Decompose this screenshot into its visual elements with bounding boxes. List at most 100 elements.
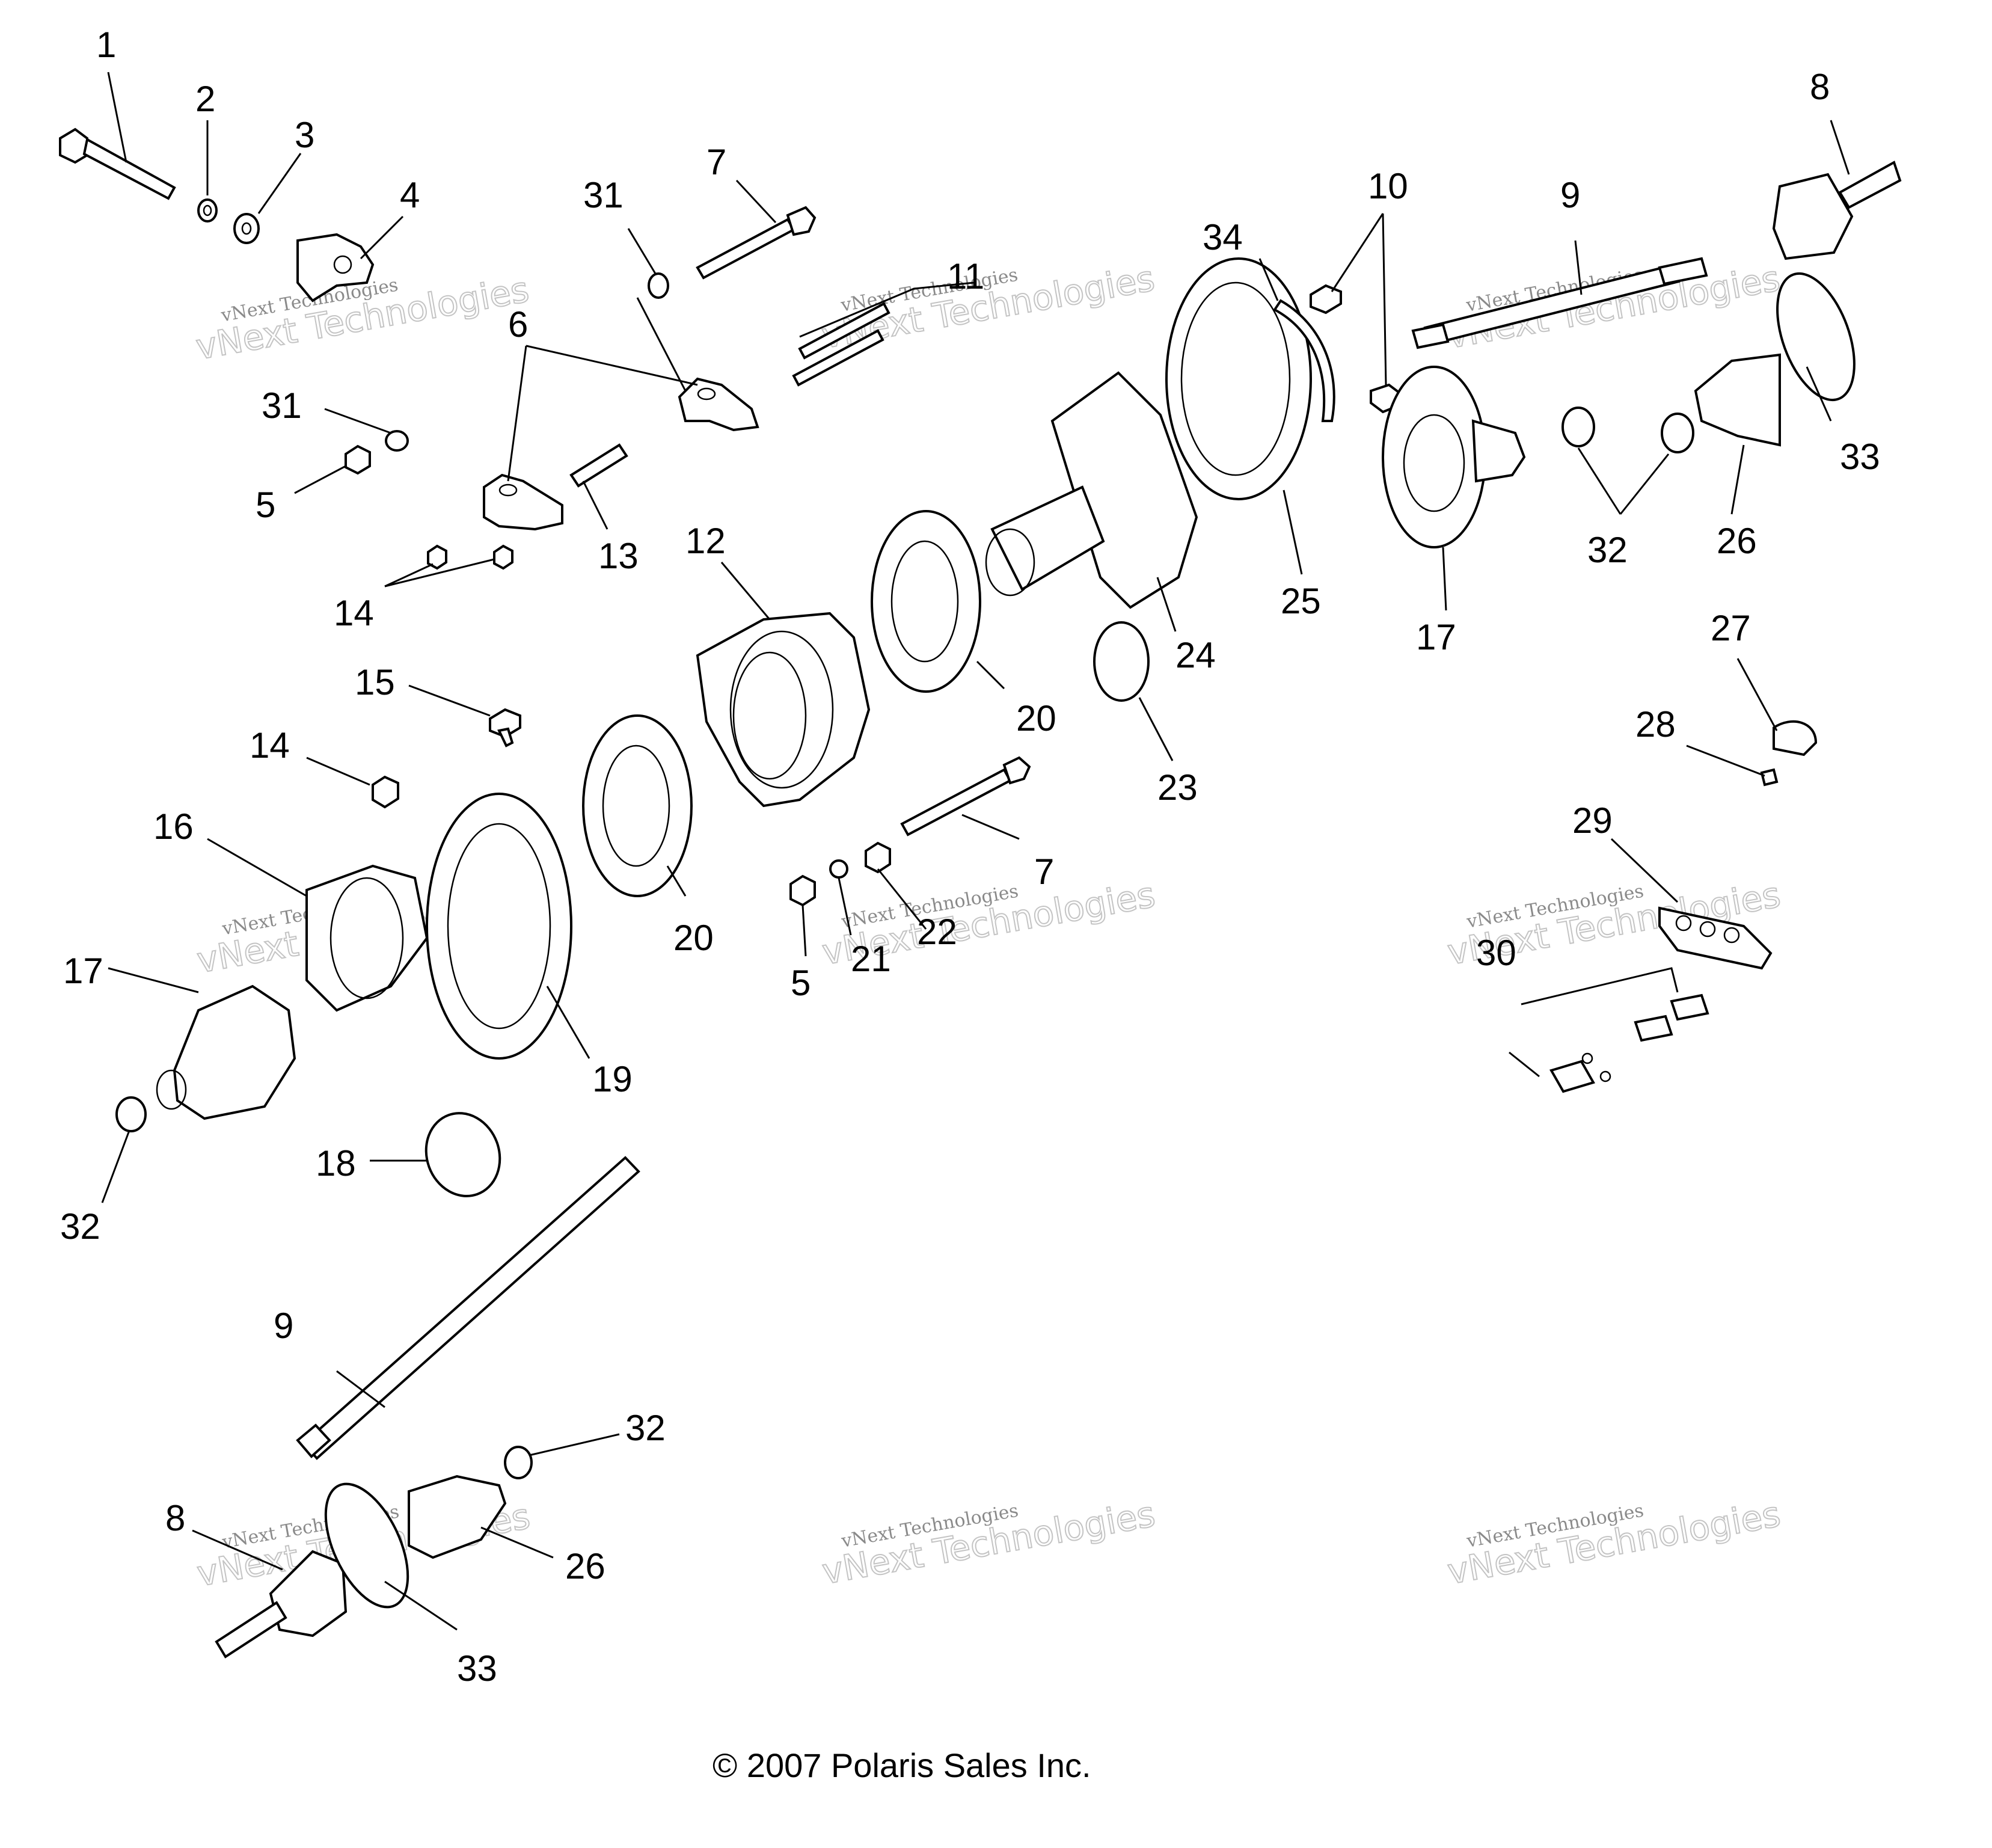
- callout-16: 16: [153, 806, 194, 847]
- callout-18: 18: [316, 1143, 356, 1183]
- callout-34: 34: [1203, 217, 1243, 257]
- callout-20: 20: [673, 918, 714, 958]
- callout-14: 14: [334, 593, 374, 633]
- callout-2: 2: [195, 79, 215, 119]
- callout-29: 29: [1572, 800, 1613, 841]
- part-21-washer: [829, 859, 848, 879]
- callout-14: 14: [250, 725, 290, 766]
- callout-23: 23: [1157, 767, 1198, 808]
- callout-13: 13: [598, 536, 639, 576]
- part-27-lock: [1773, 720, 1818, 757]
- part-7-bolt-top: [696, 206, 817, 280]
- part-20-bearing-upper: [871, 510, 981, 693]
- callout-24: 24: [1175, 635, 1216, 675]
- callout-8: 8: [165, 1498, 185, 1538]
- callout-9: 9: [1560, 175, 1580, 215]
- part-19-brake-disc: [426, 793, 572, 1060]
- part-34-lock-tab: [1273, 299, 1335, 422]
- callout-25: 25: [1281, 581, 1321, 621]
- callout-5: 5: [791, 963, 811, 1003]
- callout-6: 6: [508, 304, 528, 345]
- part-3-washer: [233, 213, 260, 244]
- callout-7: 7: [1034, 852, 1054, 892]
- part-8-cv-joint-upper: [1772, 161, 1902, 260]
- parts: [59, 127, 1902, 1659]
- callout-32: 32: [60, 1206, 100, 1247]
- callout-32: 32: [625, 1408, 666, 1448]
- part-14-nuts-upper: [427, 544, 513, 570]
- part-31-washer-left: [385, 430, 409, 452]
- part-31-washer-top: [648, 272, 669, 299]
- part-29-chain: [1658, 906, 1773, 970]
- callouts: 1 2 3 4 31 7 11 6 31 5 13 14 12 15 14 16…: [60, 25, 1880, 1689]
- part-17-boot-lower: [156, 984, 296, 1120]
- part-16-carrier: [305, 864, 429, 1012]
- part-32-clamp-lower-right: [504, 1446, 533, 1479]
- callout-17: 17: [63, 951, 103, 991]
- callout-33: 33: [1840, 437, 1880, 477]
- callout-32: 32: [1587, 530, 1628, 570]
- part-26-boot-lower: [408, 1475, 507, 1559]
- callout-33: 33: [457, 1648, 497, 1689]
- callout-26: 26: [1717, 521, 1757, 561]
- part-32-clamps-upper: [1561, 407, 1694, 453]
- callout-31: 31: [262, 385, 302, 426]
- callout-10: 10: [1368, 166, 1408, 206]
- part-15-bolt: [489, 708, 521, 747]
- callout-5: 5: [256, 485, 275, 525]
- part-8-cv-joint-lower: [215, 1550, 348, 1659]
- part-9-shaft-lower: [296, 1156, 640, 1460]
- part-18-o-ring: [424, 1112, 501, 1197]
- callout-17: 17: [1416, 617, 1456, 657]
- part-2-lock-washer: [197, 198, 218, 223]
- callout-3: 3: [295, 115, 314, 155]
- callout-28: 28: [1635, 704, 1676, 744]
- callout-15: 15: [355, 662, 395, 702]
- watermark: vNext Technologies vNext Technologies: [818, 1493, 1159, 1592]
- callout-27: 27: [1711, 608, 1751, 648]
- callout-22: 22: [917, 912, 957, 952]
- part-6-bracket-upper: [678, 377, 759, 432]
- watermark: vNext Technologies vNext Technologies: [1444, 1493, 1784, 1592]
- copyright-text: © 2007 Polaris Sales Inc.: [713, 1746, 1091, 1784]
- callout-11: 11: [947, 256, 984, 296]
- part-14-nut-lower: [372, 775, 399, 809]
- part-12-housing: [696, 612, 871, 808]
- callout-12: 12: [685, 521, 726, 561]
- callout-19: 19: [592, 1059, 633, 1099]
- part-26-boot-upper: [1694, 353, 1781, 447]
- part-33-clamp-lower: [324, 1482, 409, 1609]
- part-25-sprocket: [1165, 257, 1312, 500]
- part-20-bearing-lower: [582, 714, 693, 897]
- part-4-bracket: [296, 233, 375, 302]
- callout-26: 26: [565, 1546, 605, 1586]
- leader-lines: [101, 72, 1850, 1631]
- part-13-pin: [569, 443, 628, 488]
- callout-31: 31: [583, 175, 624, 215]
- part-10-bolts: [1310, 284, 1403, 414]
- callout-7: 7: [706, 142, 726, 182]
- part-5-nut-upper: [345, 444, 371, 475]
- part-33-clamp-upper: [1776, 272, 1856, 402]
- part-7-bolt-lower: [900, 756, 1031, 837]
- callout-1: 1: [96, 25, 116, 65]
- part-1-bolt: [59, 127, 176, 200]
- part-32-clamp-lower-left: [115, 1096, 147, 1132]
- part-9-shaft-upper: [1411, 257, 1708, 349]
- part-30-master-link: [1549, 993, 1709, 1093]
- callout-20: 20: [1016, 698, 1056, 738]
- part-22-nut: [865, 841, 891, 874]
- callout-30: 30: [1476, 933, 1516, 973]
- callout-8: 8: [1810, 67, 1830, 107]
- callout-4: 4: [400, 175, 420, 215]
- part-23-o-ring: [1093, 621, 1150, 702]
- part-6-bracket-lower: [483, 473, 563, 531]
- callout-9: 9: [274, 1306, 293, 1346]
- part-28-screw: [1760, 768, 1779, 787]
- part-24-hub: [985, 371, 1198, 609]
- part-11-bolts: [792, 302, 890, 387]
- callout-21: 21: [851, 939, 891, 979]
- part-5-nut-lower: [789, 874, 816, 907]
- part-17-boot-upper: [1382, 366, 1526, 548]
